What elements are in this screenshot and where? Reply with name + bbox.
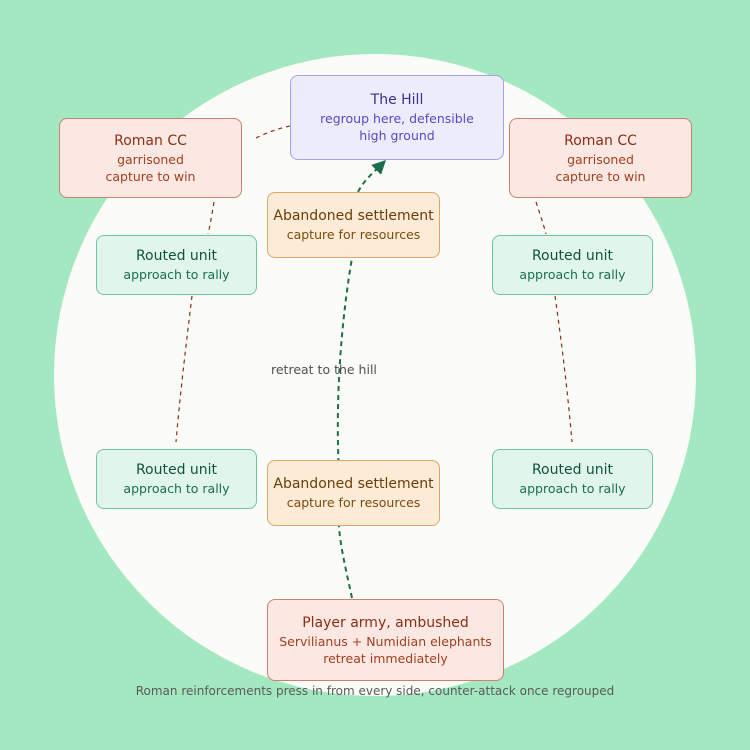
routed-unit-top-left-subtitle: approach to rally [123,267,230,282]
routed-unit-bottom-left-subtitle: approach to rally [123,481,230,496]
retreat-path-segment-3 [357,160,386,193]
routed-unit-top-right-subtitle: approach to rally [519,267,626,282]
routed-unit-top-right-node: Routed unit approach to rally [492,235,653,295]
player-army-title: Player army, ambushed [302,614,469,631]
left-flank-connector-upper [207,201,215,235]
settlement-bottom-node: Abandoned settlement capture for resourc… [267,460,440,526]
retreat-path-segment-1 [338,525,353,599]
routed-unit-bottom-right-title: Routed unit [531,462,614,478]
right-flank-connector-lower [554,295,573,443]
roman-cc-left-node: Roman CC garrisoned capture to win [59,118,242,198]
routed-unit-bottom-right-node: Routed unit approach to rally [492,449,653,509]
diagram-caption: Roman reinforcements press in from every… [135,684,615,698]
settlement-top-title: Abandoned settlement [273,208,434,224]
hill-title: The Hill [370,92,424,108]
routed-unit-top-left-title: Routed unit [135,248,218,264]
player-army-node: Player army, ambushed Servilianus + Numi… [267,599,504,681]
roman-cc-right-title: Roman CC [564,132,637,149]
roman-cc-left-title: Roman CC [114,132,187,149]
roman-cc-right-node: Roman CC garrisoned capture to win [509,118,692,198]
roman-cc-right-subtitle-line2: capture to win [555,168,646,184]
hill-node: The Hill regroup here, defensible high g… [290,75,504,160]
settlement-top-node: Abandoned settlement capture for resourc… [267,192,440,258]
player-army-subtitle-line1: Servilianus + Numidian elephants [279,633,492,649]
routed-unit-bottom-left-node: Routed unit approach to rally [96,449,257,509]
settlement-top-subtitle: capture for resources [286,227,421,242]
roman-cc-right-subtitle-line1: garrisoned [567,151,634,167]
roman-cc-left-subtitle-line1: garrisoned [117,151,184,167]
routed-unit-top-right-title: Routed unit [531,248,614,264]
routed-unit-top-left-node: Routed unit approach to rally [96,235,257,295]
hill-subtitle-line1: regroup here, defensible [320,111,474,126]
player-army-subtitle-line2: retreat immediately [323,650,448,666]
left-flank-connector-lower [175,295,193,443]
settlement-bottom-title: Abandoned settlement [273,476,434,492]
settlement-bottom-subtitle: capture for resources [286,495,421,510]
routed-unit-bottom-right-subtitle: approach to rally [519,481,626,496]
retreat-path-segment-2 [336,257,353,473]
right-flank-connector-upper [535,201,547,235]
retreat-path-label: retreat to the hill [271,362,377,377]
roman-cc-left-subtitle-line2: capture to win [105,168,196,184]
hill-subtitle-line2: high ground [359,128,435,143]
routed-unit-bottom-left-title: Routed unit [135,462,218,478]
roman-flank-arc-left [255,125,291,139]
